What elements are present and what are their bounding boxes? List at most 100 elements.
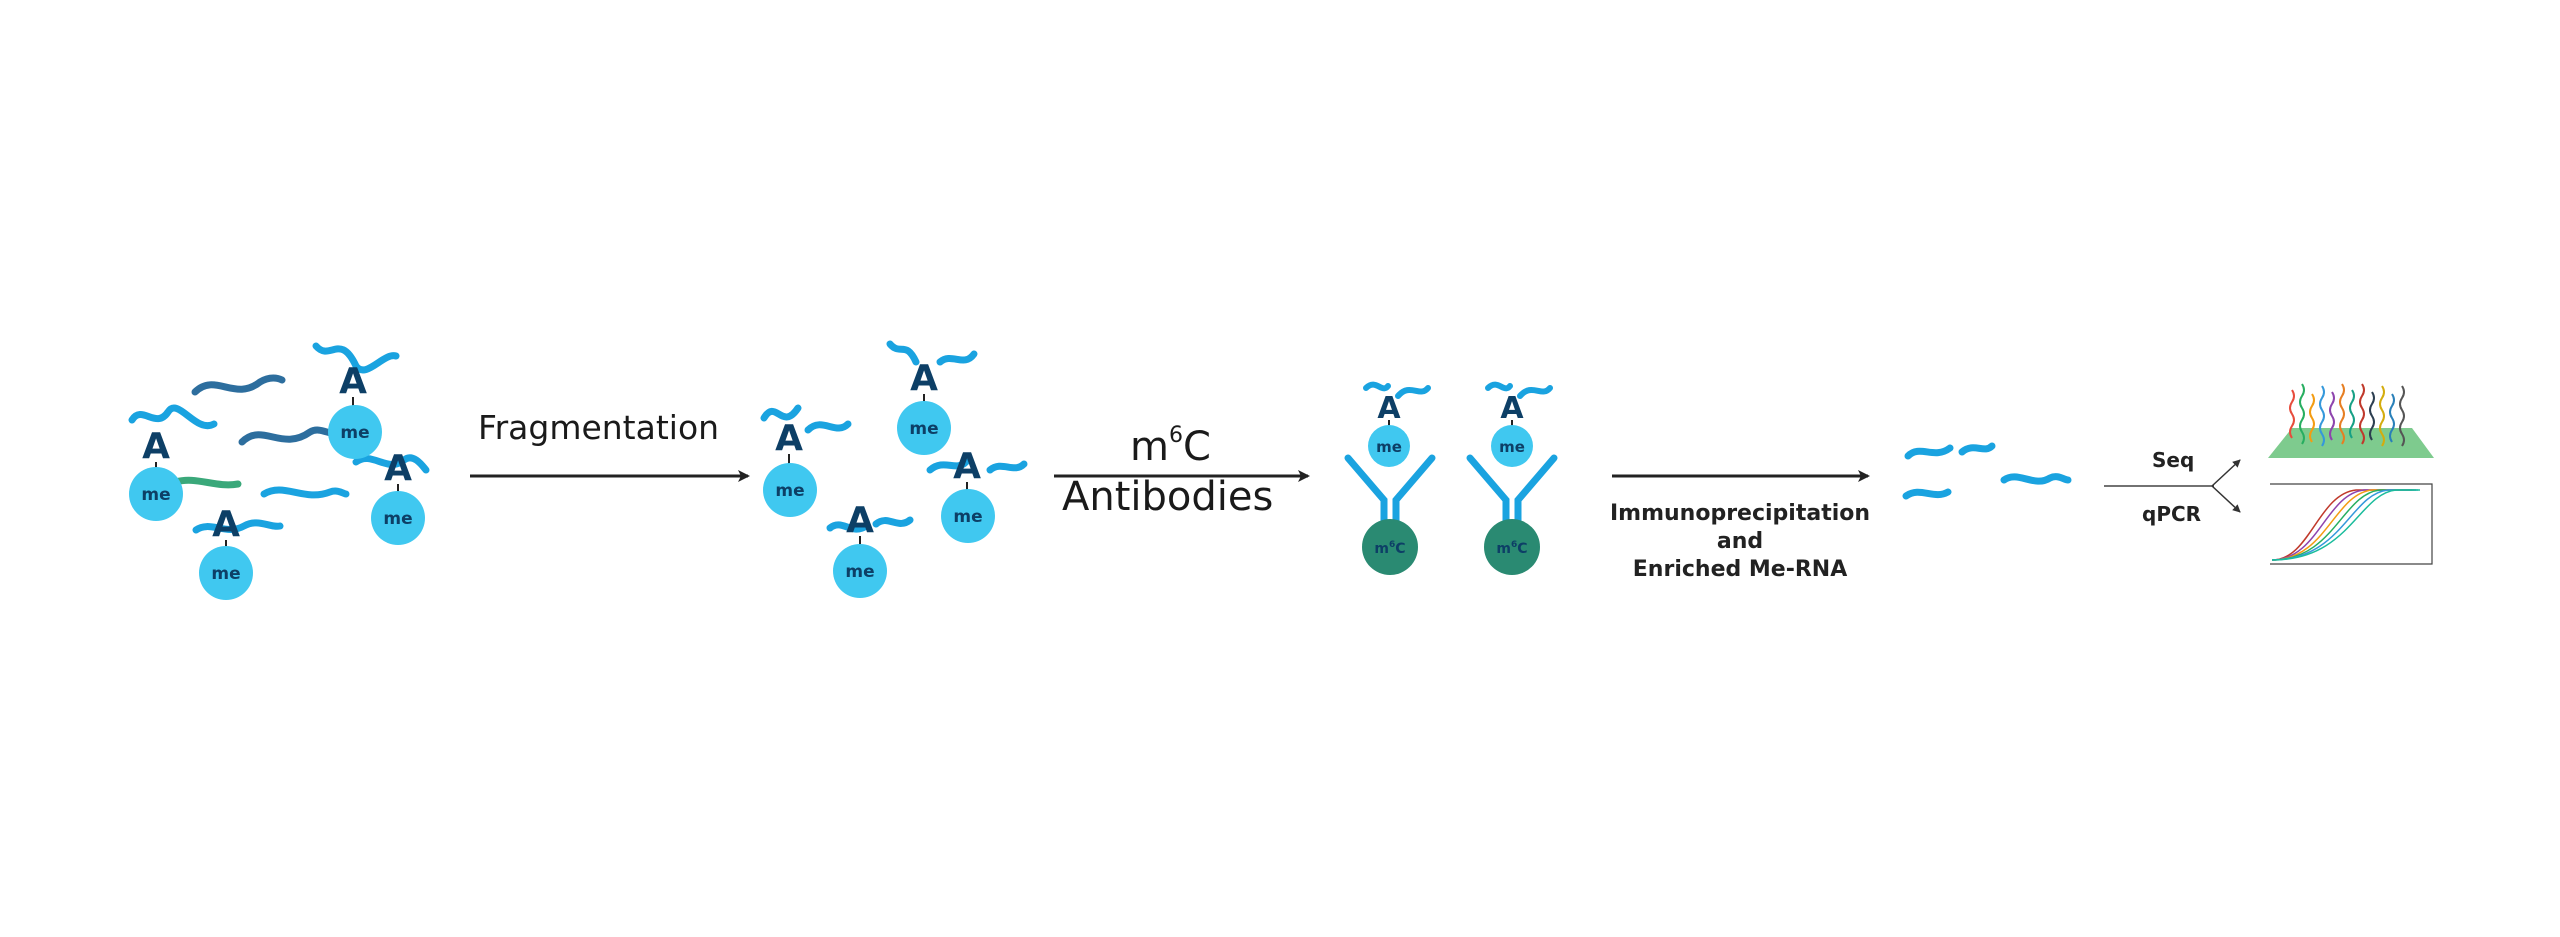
qpcr-label: qPCR: [2142, 502, 2202, 526]
m6c-prefix: m: [1130, 424, 1169, 470]
methyl-group: [1368, 425, 1410, 467]
base-letter: A: [142, 426, 170, 467]
rna-strand: [192, 519, 284, 534]
rna-strand: [312, 342, 400, 374]
plot-frame: [2270, 483, 2433, 565]
methylated-base: A me: [328, 361, 382, 459]
methyl-label: me: [953, 507, 982, 527]
base-letter: A: [910, 358, 938, 399]
read-strand: [2319, 385, 2325, 447]
base-letter: A: [775, 418, 803, 459]
methylated-base: A me: [129, 426, 183, 521]
rna-fragment: [760, 404, 802, 422]
ip-line-2: and: [1716, 529, 1764, 554]
rna-fragment: [826, 521, 870, 533]
antibody-complex: A me m6C: [1344, 381, 1436, 575]
bead-label: m6C: [1496, 540, 1527, 557]
amplification-curve: [2271, 489, 2418, 561]
ip-line-1: Immunoprecipitation: [1609, 501, 1871, 526]
antibody-complex: A me m6C: [1466, 381, 1558, 575]
amplification-curve: [2271, 489, 2412, 561]
methyl-label: me: [845, 562, 874, 582]
read-strand: [2379, 385, 2385, 447]
amplification-curve: [2271, 489, 2416, 561]
methyl-group: [371, 491, 425, 545]
read-strand: [2289, 389, 2295, 439]
rna-fragment: [804, 420, 852, 434]
seq-label: Seq: [2152, 448, 2195, 472]
rna-fragment: [1517, 385, 1553, 399]
amplification-curve: [2271, 489, 2414, 561]
rna-fragment: [1363, 381, 1391, 392]
methyl-group: [328, 405, 382, 459]
methyl-label: me: [211, 564, 240, 584]
methyl-group: [941, 489, 995, 543]
m6c-label: m6C: [1130, 422, 1211, 470]
fragmentation-label: Fragmentation: [478, 408, 720, 447]
total-rna-pool: A me A me A me A me: [128, 342, 430, 600]
amplification-curve: [2271, 489, 2410, 561]
m6c-superscript: 6: [1168, 422, 1183, 448]
rna-fragment: [1902, 488, 1952, 500]
methyl-group: [129, 467, 183, 521]
methylated-base: A me: [763, 418, 817, 517]
methylated-base: A me: [941, 446, 995, 543]
read-strand: [2349, 389, 2355, 439]
methylated-base: A me: [199, 504, 253, 600]
read-strand: [2389, 393, 2395, 443]
methyl-label: me: [775, 481, 804, 501]
antibody: [1466, 454, 1558, 526]
rna-fragment: [1485, 381, 1513, 392]
methyl-group: [199, 546, 253, 600]
base-letter: A: [953, 446, 981, 487]
immunoprecipitation-label: Immunoprecipitation and Enriched Me-RNA: [1560, 500, 1920, 584]
rna-strand: [260, 486, 350, 499]
methyl-label: me: [1499, 438, 1525, 456]
fragmented-rna: A me A me A me A me: [760, 340, 1028, 598]
methyl-group: [897, 401, 951, 455]
base-letter: A: [339, 361, 367, 402]
methyl-group: [833, 544, 887, 598]
read-strand: [2309, 393, 2315, 443]
ip-line-3: Enriched Me-RNA: [1632, 557, 1848, 582]
amplification-curve: [2271, 489, 2420, 561]
antibodies-label: Antibodies: [1062, 474, 1274, 520]
read-strand: [2399, 385, 2405, 447]
rna-fragment: [2000, 473, 2072, 485]
methyl-label: me: [909, 419, 938, 439]
read-strand: [2299, 383, 2305, 445]
methyl-group: [1491, 425, 1533, 467]
rna-fragment: [1958, 442, 1996, 456]
rna-strand: [352, 454, 430, 474]
methyl-label: me: [383, 509, 412, 529]
methyl-label: me: [340, 423, 369, 443]
rna-strand: [238, 426, 346, 446]
rna-strand: [191, 374, 286, 396]
base-letter: A: [846, 500, 874, 541]
antibody-bead: [1362, 519, 1418, 575]
methylated-base: A me: [897, 358, 951, 455]
rna-strand: [172, 476, 242, 489]
bead-label: m6C: [1374, 540, 1405, 557]
antibody-bead: [1484, 519, 1540, 575]
rna-strand: [128, 404, 218, 430]
read-strand: [2359, 383, 2365, 445]
read-strand: [2369, 391, 2375, 441]
read-strand: [2339, 383, 2345, 445]
methyl-label: me: [141, 485, 170, 505]
rna-fragment: [886, 340, 920, 366]
m6c-suffix: C: [1182, 424, 1211, 470]
methyl-label: me: [1376, 438, 1402, 456]
methyl-group: [763, 463, 817, 517]
base-letter: A: [384, 448, 412, 489]
rna-fragment: [926, 458, 970, 474]
rna-fragment: [936, 350, 978, 366]
base-letter: A: [212, 504, 240, 545]
sequencing-chip-icon: [2268, 383, 2434, 458]
enriched-me-rna: [1902, 442, 2072, 500]
rna-fragment: [1904, 444, 1954, 460]
rna-fragment: [1395, 385, 1431, 399]
rna-fragment: [986, 460, 1028, 474]
seq-branch-arrow: [2211, 459, 2241, 487]
